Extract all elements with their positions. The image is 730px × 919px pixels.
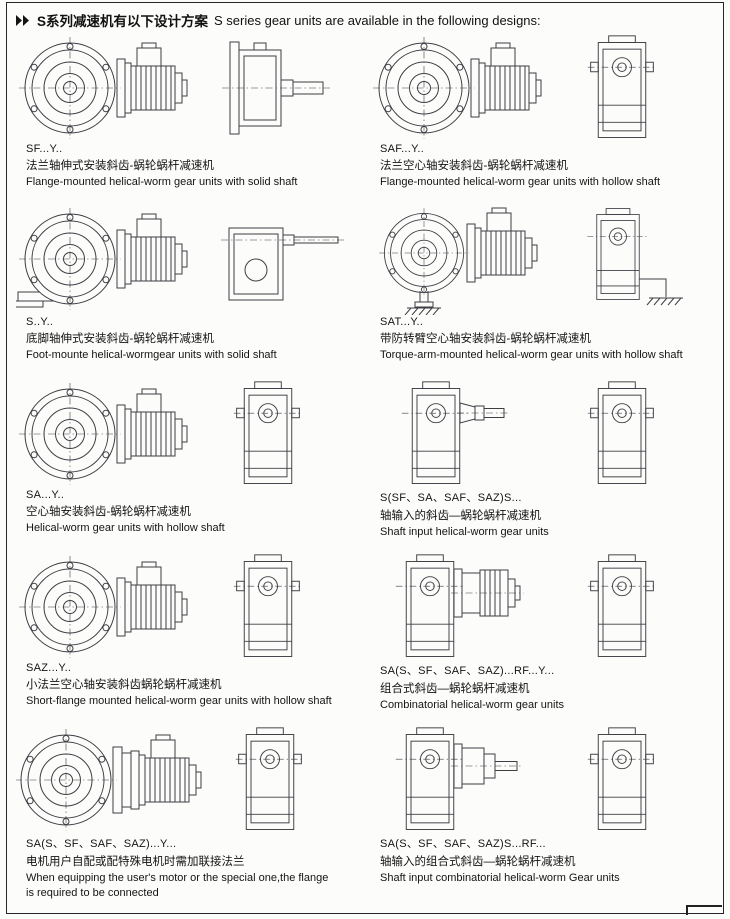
caption-en: Short-flange mounted helical-worm gear u… xyxy=(26,695,332,707)
caption-cn: 法兰轴伸式安装斜齿-蜗轮蜗杆减速机 xyxy=(26,160,214,172)
design-section-rf: SA(S、SF、SAF、SAZ)...RF...Y... 组合式斜齿—蜗轮蜗杆减… xyxy=(370,553,718,726)
saf-drawing xyxy=(372,35,657,140)
model-code: SA(S、SF、SAF、SAZ)S...RF... xyxy=(380,838,546,850)
sat-caption: SAT...Y.. 带防转臂空心轴安装斜齿-蜗轮蜗杆减速机 Torque-arm… xyxy=(380,316,688,363)
saz-drawings xyxy=(16,553,364,661)
side-view-drawing xyxy=(233,381,303,484)
front-view-drawing xyxy=(16,207,188,311)
model-code: SA...Y.. xyxy=(26,489,65,501)
shaft-input-drawings xyxy=(370,380,718,488)
saf-caption: SAF...Y.. 法兰空心轴安装斜齿-蜗轮蜗杆减速机 Flange-mount… xyxy=(380,143,688,190)
s-drawings xyxy=(16,207,364,315)
side-view-with-coaxial-input-stage-drawing xyxy=(395,727,523,830)
caption-en: Flange-mounted helical-worm gear units w… xyxy=(380,176,661,188)
caption-cn: 带防转臂空心轴安装斜齿-蜗轮蜗杆减速机 xyxy=(380,333,591,345)
side-view-with-input-shaft-drawing xyxy=(401,381,511,484)
sf-caption: SF...Y.. 法兰轴伸式安装斜齿-蜗轮蜗杆减速机 Flange-mounte… xyxy=(26,143,334,190)
side-view-drawing xyxy=(587,727,657,830)
model-code: SAF...Y.. xyxy=(380,143,425,155)
rf-shaft-input-caption: SA(S、SF、SAF、SAZ)S...RF... 轴输入的组合式斜齿—蜗轮蜗杆… xyxy=(380,835,688,886)
model-code: SA(S、SF、SAF、SAZ)...Y... xyxy=(26,838,177,850)
rf-drawings xyxy=(370,553,718,661)
caption-cn: 轴输入的斜齿—蜗轮蜗杆减速机 xyxy=(380,510,541,522)
caption-en: Combinatorial helical-worm gear units xyxy=(380,699,565,711)
model-code: SA(S、SF、SAF、SAZ)...RF...Y... xyxy=(380,665,555,677)
model-code: SAT...Y.. xyxy=(380,316,424,328)
design-section-sa: SA...Y.. 空心轴安装斜齿-蜗轮蜗杆减速机 Helical-worm ge… xyxy=(16,380,364,553)
side-view-drawing xyxy=(220,227,346,301)
double-arrow-icon xyxy=(16,14,29,26)
side-view-drawing xyxy=(587,35,657,138)
caption-en: Flange-mounted helical-worm gear units w… xyxy=(26,176,298,188)
front-view-drawing xyxy=(18,36,188,140)
caption-en: Helical-worm gear units with hollow shaf… xyxy=(26,522,225,534)
caption-cn: 轴输入的组合式斜齿—蜗轮蜗杆减速机 xyxy=(380,856,576,868)
caption-cn: 电机用户自配或配特殊电机时需加联接法兰 xyxy=(26,856,245,868)
design-section-saf: SAF...Y.. 法兰空心轴安装斜齿-蜗轮蜗杆减速机 Flange-mount… xyxy=(370,34,718,207)
sf-drawing xyxy=(18,36,331,140)
side-view-drawing xyxy=(233,554,303,657)
side-view-with-coaxial-gearmotor-drawing xyxy=(395,554,525,657)
design-section-rf-shaft-input: SA(S、SF、SAF、SAZ)S...RF... 轴输入的组合式斜齿—蜗轮蜗杆… xyxy=(370,726,718,899)
shaft-input-drawing xyxy=(401,381,657,484)
rf-drawing xyxy=(395,554,657,657)
design-section-s: S..Y.. 底脚轴伸式安装斜齿-蜗轮蜗杆减速机 Foot-mounte hel… xyxy=(16,207,364,380)
caption-cn: 底脚轴伸式安装斜齿-蜗轮蜗杆减速机 xyxy=(26,333,214,345)
side-view-with-ground-drawing xyxy=(586,208,684,306)
side-view-drawing xyxy=(221,41,331,135)
model-code: S..Y.. xyxy=(26,316,54,328)
design-section-saz: SAZ...Y.. 小法兰空心轴安装斜齿蜗轮蜗杆减速机 Short-flange… xyxy=(16,553,364,726)
header-title-en: S series gear units are available in the… xyxy=(214,12,541,28)
caption-cn: 小法兰空心轴安装斜齿蜗轮蜗杆减速机 xyxy=(26,679,222,691)
rf-shaft-input-drawings xyxy=(370,726,718,834)
sa-drawing xyxy=(18,381,303,486)
s-drawing xyxy=(16,207,346,311)
caption-en: Foot-mounte helical-wormgear units with … xyxy=(26,349,277,361)
design-section-sat: SAT...Y.. 带防转臂空心轴安装斜齿-蜗轮蜗杆减速机 Torque-arm… xyxy=(370,207,718,380)
design-section-s-shaft-input: S(SF、SA、SAF、SAZ)S... 轴输入的斜齿—蜗轮蜗杆减速机 Shaf… xyxy=(370,380,718,553)
sa-drawings xyxy=(16,380,364,488)
caption-cn: 法兰空心轴安装斜齿-蜗轮蜗杆减速机 xyxy=(380,160,568,172)
side-view-drawing xyxy=(587,554,657,657)
user-motor-flange-drawings xyxy=(16,726,364,834)
sa-caption: SA...Y.. 空心轴安装斜齿-蜗轮蜗杆减速机 Helical-worm ge… xyxy=(26,489,334,536)
model-code: SF...Y.. xyxy=(26,143,63,155)
header-title-cn: S系列减速机有以下设计方案 xyxy=(37,14,209,29)
side-view-drawing xyxy=(587,381,657,484)
caption-en: Torque-arm-mounted helical-worm gear uni… xyxy=(380,349,683,361)
front-view-drawing xyxy=(372,36,542,140)
rf-shaft-input-drawing xyxy=(395,727,657,830)
sat-drawings xyxy=(370,207,718,315)
front-view-with-adapter-flange-drawing xyxy=(16,728,202,832)
sf-drawings xyxy=(16,34,364,142)
saz-drawing xyxy=(18,554,303,659)
saf-drawings xyxy=(370,34,718,142)
front-view-drawing xyxy=(18,382,188,486)
user-motor-flange-caption: SA(S、SF、SAF、SAZ)...Y... 电机用户自配或配特殊电机时需加联… xyxy=(26,835,334,899)
caption-en: Shaft input combinatorial helical-worm G… xyxy=(380,872,620,884)
model-code: SAZ...Y.. xyxy=(26,662,72,674)
caption-en: Shaft input helical-worm gear units xyxy=(380,526,549,538)
model-code: S(SF、SA、SAF、SAZ)S... xyxy=(380,492,522,504)
design-grid: SF...Y.. 法兰轴伸式安装斜齿-蜗轮蜗杆减速机 Flange-mounte… xyxy=(16,34,718,899)
page-corner-mark xyxy=(686,905,722,915)
caption-cn: 组合式斜齿—蜗轮蜗杆减速机 xyxy=(380,683,530,695)
front-view-drawing xyxy=(18,555,188,659)
design-section-sf: SF...Y.. 法兰轴伸式安装斜齿-蜗轮蜗杆减速机 Flange-mounte… xyxy=(16,34,364,207)
caption-cn: 空心轴安装斜齿-蜗轮蜗杆减速机 xyxy=(26,506,191,518)
user-motor-flange-drawing xyxy=(16,727,305,832)
saz-caption: SAZ...Y.. 小法兰空心轴安装斜齿蜗轮蜗杆减速机 Short-flange… xyxy=(26,662,334,709)
rf-caption: SA(S、SF、SAF、SAZ)...RF...Y... 组合式斜齿—蜗轮蜗杆减… xyxy=(380,662,688,713)
design-section-user-motor-flange: SA(S、SF、SAF、SAZ)...Y... 电机用户自配或配特殊电机时需加联… xyxy=(16,726,364,899)
side-view-drawing xyxy=(235,727,305,830)
s-caption: S..Y.. 底脚轴伸式安装斜齿-蜗轮蜗杆减速机 Foot-mounte hel… xyxy=(26,316,334,363)
front-view-with-torque-arm-drawing xyxy=(378,207,538,315)
sat-drawing xyxy=(378,207,684,315)
caption-en: When equipping the user's motor or the s… xyxy=(26,872,329,899)
shaft-input-caption: S(SF、SA、SAF、SAZ)S... 轴输入的斜齿—蜗轮蜗杆减速机 Shaf… xyxy=(380,489,688,540)
page-content: S系列减速机有以下设计方案 S series gear units are av… xyxy=(16,8,718,899)
page-header: S系列减速机有以下设计方案 S series gear units are av… xyxy=(16,10,718,30)
